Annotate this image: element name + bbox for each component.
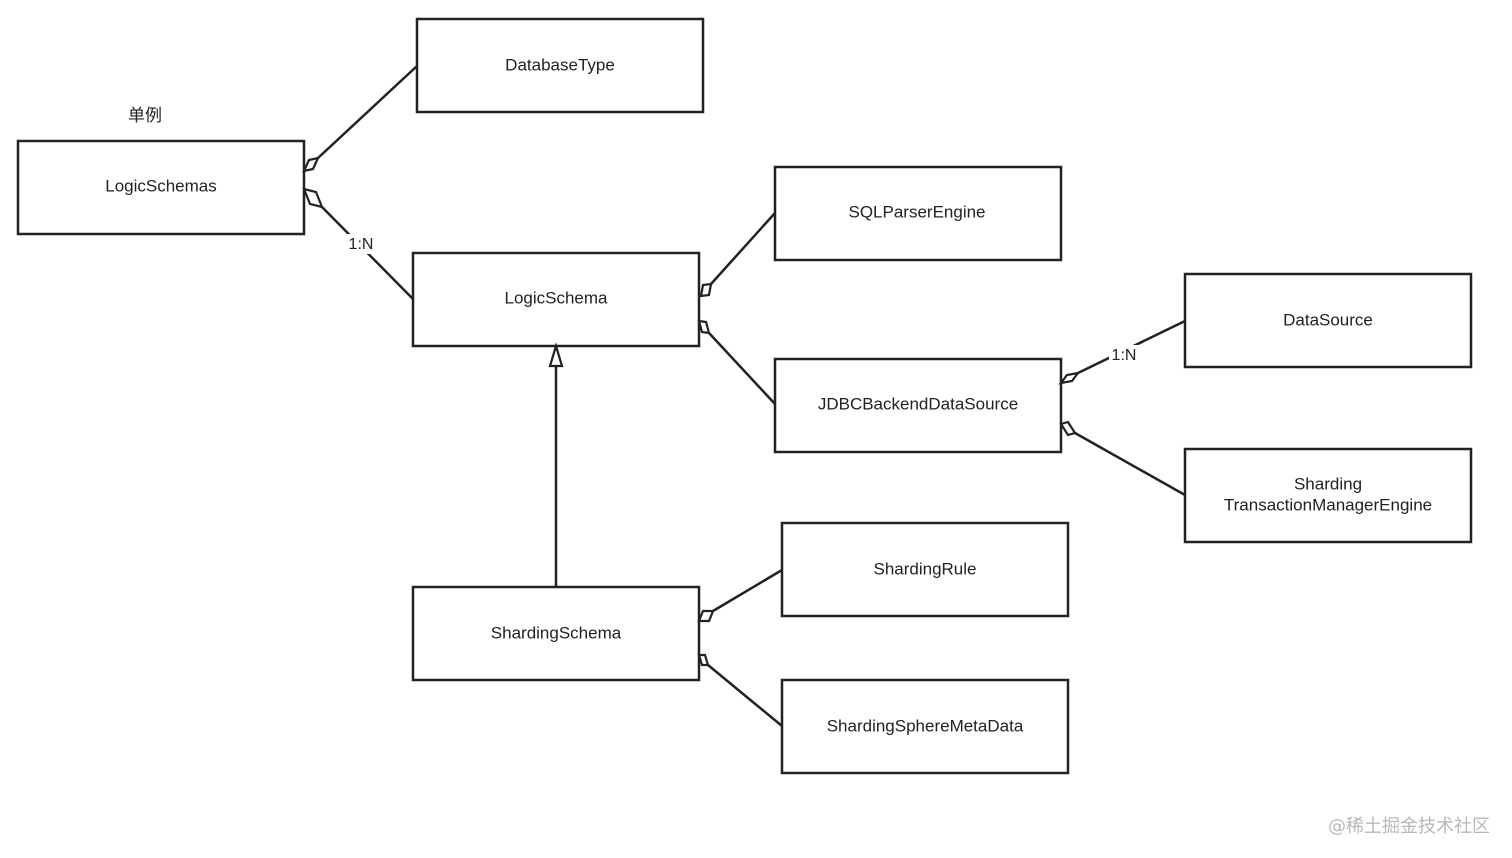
sharding-rule-label: ShardingRule [873, 559, 976, 578]
sharding-sphere-meta-data-label: ShardingSphereMetaData [827, 716, 1024, 735]
sql-parser-engine-label: SQLParserEngine [848, 202, 985, 221]
aggregation-diamond-icon [699, 282, 713, 298]
jdbc-backend-data-source-label: JDBCBackendDataSource [818, 394, 1018, 413]
aggregation-diamond-icon [1059, 420, 1077, 437]
aggregation-diamond-icon [302, 156, 320, 173]
aggregation-diamond-icon [1058, 371, 1081, 385]
edge-logic-schemas-database-type [317, 65, 418, 159]
singleton-note: 单例 [128, 106, 162, 126]
database-type-label: DatabaseType [505, 55, 615, 74]
edge-jdbc-backend-transaction-engine [1074, 431, 1186, 497]
logic-schema-box [411, 251, 701, 348]
data-source-label: DataSource [1283, 310, 1373, 329]
logic-schema-label: LogicSchema [504, 288, 608, 307]
aggregation-diamond-icon [697, 319, 711, 335]
aggregation-diamond-icon [697, 609, 715, 623]
aggregation-diamond-icon [302, 187, 324, 209]
jdbc-backend-data-source-box [773, 357, 1063, 454]
generalization-arrowhead-icon [548, 342, 564, 368]
sharding-schema-box [411, 585, 701, 682]
edge-logic-schema-jdbc-backend [708, 332, 776, 405]
sharding-rule-box [780, 521, 1070, 618]
sharding-transaction-manager-engine-box [1183, 447, 1473, 544]
logic-schemas-box [16, 139, 306, 236]
aggregation-diamond-icon [697, 653, 710, 667]
logic-schemas-label: LogicSchemas [105, 176, 217, 195]
sharding-transaction-label-line1: Sharding [1294, 474, 1362, 493]
edge-sharding-schema-sharding-rule [712, 568, 783, 613]
sql-parser-engine-box [773, 165, 1063, 262]
multiplicity-logic-schemas: 1:N [349, 236, 374, 253]
edge-logic-schema-sql-parser-engine [710, 212, 776, 285]
sharding-transaction-label-line2: TransactionManagerEngine [1224, 495, 1432, 514]
sharding-schema-label: ShardingSchema [491, 623, 622, 642]
multiplicity-data-source: 1:N [1112, 347, 1137, 364]
data-source-box [1183, 272, 1473, 369]
edge-sharding-schema-meta-data [707, 664, 783, 727]
sharding-sphere-meta-data-box [780, 678, 1070, 775]
watermark: @稀土掘金技术社区 [1328, 816, 1490, 837]
database-type-box [415, 17, 705, 114]
